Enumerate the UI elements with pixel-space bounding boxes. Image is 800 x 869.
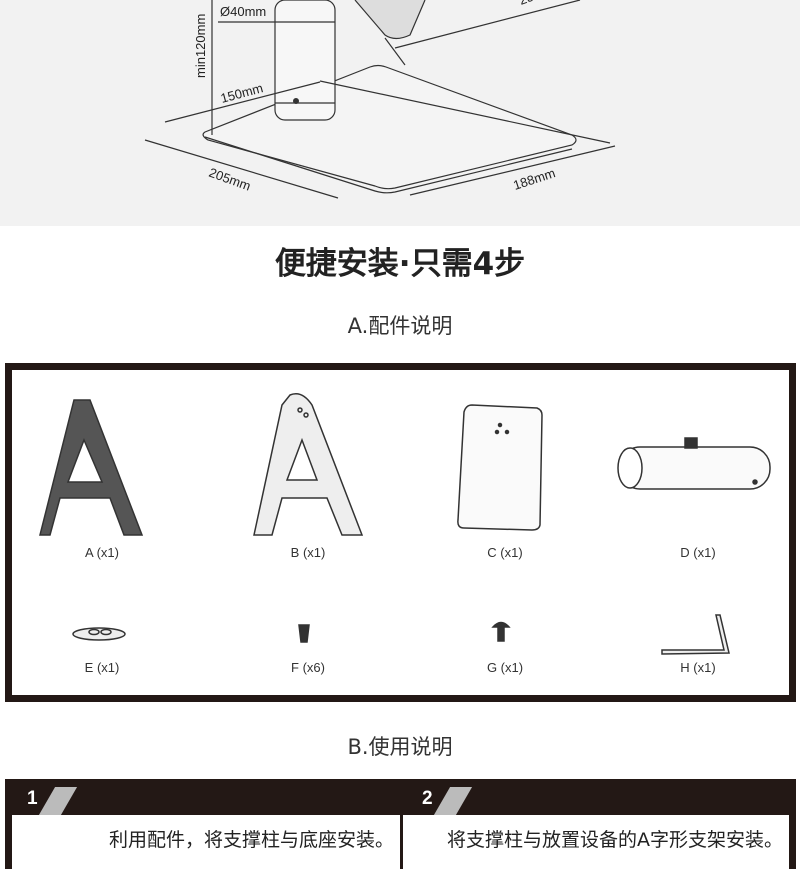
page-title: 便捷安装·只需4步 [274, 246, 526, 282]
step-slash-decoration [433, 787, 473, 815]
part-d-image [617, 437, 771, 490]
part-f-label: F (x6) [291, 660, 325, 675]
step-2-card: 2 将支撑柱与放置设备的A字形支架安装。 [400, 779, 796, 869]
part-a-label: A (x1) [85, 545, 119, 560]
part-h-label: H (x1) [680, 660, 716, 675]
step-number: 2 [422, 788, 433, 809]
dim-height: min120mm [193, 14, 208, 78]
step-number: 1 [27, 788, 38, 809]
part-b-image [253, 393, 364, 536]
part-h-image [661, 614, 730, 655]
parts-panel: A (x1) B (x1) C (x1) D (x1) E (x1) F (x6… [5, 363, 796, 702]
dim-diameter: Ø40mm [220, 4, 266, 19]
step-text: 将支撑柱与放置设备的A字形支架安装。 [447, 829, 783, 851]
section-a-heading: A.配件说明 [347, 314, 453, 338]
part-d-label: D (x1) [680, 545, 716, 560]
part-a-image [39, 399, 144, 536]
step-slash-decoration [38, 787, 78, 815]
step-1-card: 1 利用配件，将支撑柱与底座安装。 [5, 779, 402, 869]
part-g-label: G (x1) [486, 660, 524, 675]
part-b-label: B (x1) [290, 545, 326, 560]
part-e-image [72, 627, 126, 641]
dim-205: 205mm [207, 165, 253, 194]
parts-illustrations [39, 393, 771, 655]
step-text: 利用配件，将支撑柱与底座安装。 [108, 829, 394, 851]
part-c-label: C (x1) [487, 545, 523, 560]
stand-dimension-drawing: 250mm Ø40mm min120mm 150mm 205mm 188mm [144, 0, 616, 199]
section-b-heading: B.使用说明 [347, 735, 453, 759]
part-e-label: E (x1) [84, 660, 120, 675]
dimension-diagram: 250mm Ø40mm min120mm 150mm 205mm 188mm [0, 0, 800, 226]
part-c-image [457, 404, 543, 531]
part-f-image [298, 624, 310, 643]
part-g-image [491, 621, 511, 642]
